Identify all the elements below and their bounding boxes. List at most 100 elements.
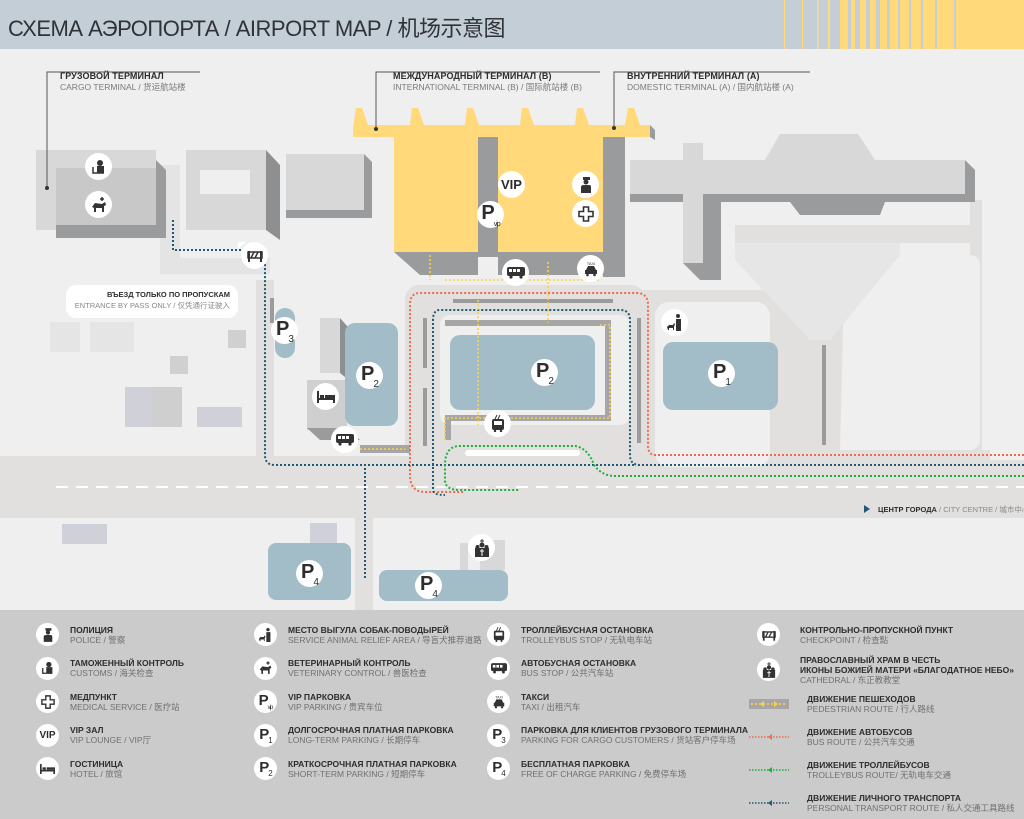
vip-parking-marker[interactable]: Pvip bbox=[477, 201, 504, 228]
medical-marker[interactable] bbox=[572, 200, 599, 227]
hotel-marker[interactable] bbox=[312, 383, 339, 410]
trolleybus-route bbox=[444, 445, 1024, 491]
veterinary-icon bbox=[254, 656, 277, 680]
city-centre-direction: ЦЕНТР ГОРОДА / CITY CENTRE / 城市中心 bbox=[864, 504, 1024, 515]
trolleybus-stop-marker[interactable] bbox=[484, 410, 511, 437]
domestic-terminal-label: ВНУТРЕННИЙ ТЕРМИНАЛ (A) DOMESTIC TERMINA… bbox=[627, 71, 794, 92]
buildings bbox=[36, 134, 975, 571]
vip-icon: VIP bbox=[36, 723, 59, 747]
p2-parking-marker-west[interactable]: P2 bbox=[356, 362, 383, 389]
parking-p4-icon: P4 bbox=[487, 757, 510, 781]
parking-p2-icon: P2 bbox=[254, 757, 277, 781]
parking-p3-icon: P3 bbox=[487, 723, 510, 747]
cargo-terminal-label: ГРУЗОВОЙ ТЕРМИНАЛ CARGO TERMINAL / 货运航站楼 bbox=[60, 71, 186, 92]
police-icon bbox=[580, 176, 591, 193]
header: СХЕМА АЭРОПОРТА / AIRPORT MAP / 机场示意图 bbox=[0, 0, 1024, 49]
trolleybus-icon bbox=[491, 415, 504, 432]
international-terminal-label: МЕЖДУНАРОДНЫЙ ТЕРМИНАЛ (B) INTERNATIONAL… bbox=[393, 71, 582, 92]
hotel-bed-icon bbox=[36, 757, 59, 781]
personal-route-icon bbox=[749, 800, 789, 806]
checkpoint-icon bbox=[757, 623, 780, 647]
service-animal-icon bbox=[666, 314, 681, 331]
hotel-bed-icon bbox=[316, 390, 335, 403]
parking-p2-icon: P2 bbox=[536, 359, 554, 387]
parking-p1-icon: P1 bbox=[713, 360, 731, 388]
legend-item-cargo-parking: P3 ПАРКОВКА ДЛЯ КЛИЕНТОВ ГРУЗОВОГО ТЕРМИ… bbox=[487, 719, 748, 753]
police-icon bbox=[36, 623, 59, 647]
header-stripes-decoration bbox=[774, 0, 1024, 49]
customs-icon bbox=[91, 159, 104, 174]
entrance-by-pass-callout: ВЪЕЗД ТОЛЬКО ПО ПРОПУСКАМ ENTRANCE BY PA… bbox=[66, 285, 238, 318]
medical-cross-icon bbox=[36, 690, 59, 714]
pedestrian-route-icon bbox=[749, 699, 789, 709]
cathedral-marker[interactable] bbox=[468, 534, 495, 561]
p1-parking-marker[interactable]: P1 bbox=[708, 360, 735, 387]
parking-p2-icon: P2 bbox=[361, 362, 379, 390]
parking-p3-icon: P3 bbox=[276, 317, 294, 345]
bus-route-icon bbox=[749, 734, 789, 740]
bus-icon bbox=[335, 433, 354, 446]
service-animal-icon bbox=[254, 623, 277, 647]
taxi-marker[interactable]: TAXI bbox=[577, 255, 604, 282]
trolleybus-icon bbox=[487, 623, 510, 647]
p4-parking-marker-east[interactable]: P4 bbox=[415, 572, 442, 599]
service-animal-area-marker[interactable] bbox=[661, 309, 688, 336]
parking-p4-icon: P4 bbox=[420, 572, 438, 600]
parking-vip-icon: Pvip bbox=[481, 202, 500, 228]
bus-icon bbox=[506, 266, 525, 279]
page-title: СХЕМА АЭРОПОРТА / AIRPORT MAP / 机场示意图 bbox=[8, 16, 505, 41]
p4-parking-marker-west[interactable]: P4 bbox=[296, 560, 323, 587]
parking-p1-icon: P1 bbox=[254, 723, 277, 747]
cathedral-icon bbox=[757, 658, 780, 681]
veterinary-icon bbox=[91, 196, 106, 212]
p3-parking-marker[interactable]: P3 bbox=[271, 317, 298, 344]
customs-icon bbox=[36, 656, 59, 680]
bus-stop-marker[interactable] bbox=[502, 259, 529, 286]
veterinary-marker[interactable] bbox=[85, 191, 112, 218]
bus-icon bbox=[487, 656, 510, 680]
direction-arrow-icon bbox=[864, 505, 870, 513]
airport-map: ГРУЗОВОЙ ТЕРМИНАЛ CARGO TERMINAL / 货运航站楼… bbox=[0, 49, 1024, 610]
checkpoint-marker[interactable] bbox=[241, 242, 268, 269]
checkpoint-icon bbox=[246, 251, 263, 262]
personal-transport-route-south bbox=[364, 464, 370, 580]
bus-stop-marker-west[interactable] bbox=[331, 426, 358, 453]
vip-lounge-marker[interactable]: VIP bbox=[498, 171, 525, 198]
cathedral-icon bbox=[474, 538, 489, 557]
svg-text:TAXI: TAXI bbox=[586, 261, 595, 266]
police-marker[interactable] bbox=[572, 171, 599, 198]
medical-cross-icon bbox=[577, 205, 594, 222]
svg-text:TAXI: TAXI bbox=[495, 695, 503, 699]
parking-vip-icon: Pvip bbox=[254, 690, 277, 714]
customs-marker[interactable] bbox=[85, 153, 112, 180]
p2-parking-marker-center[interactable]: P2 bbox=[531, 359, 558, 386]
personal-transport-route bbox=[432, 309, 1024, 496]
trolleybus-route-icon bbox=[749, 767, 789, 773]
parking-p4-icon: P4 bbox=[301, 560, 319, 588]
bus-route bbox=[409, 292, 1024, 493]
taxi-icon: TAXI bbox=[487, 690, 510, 714]
taxi-icon: TAXI bbox=[584, 261, 597, 276]
